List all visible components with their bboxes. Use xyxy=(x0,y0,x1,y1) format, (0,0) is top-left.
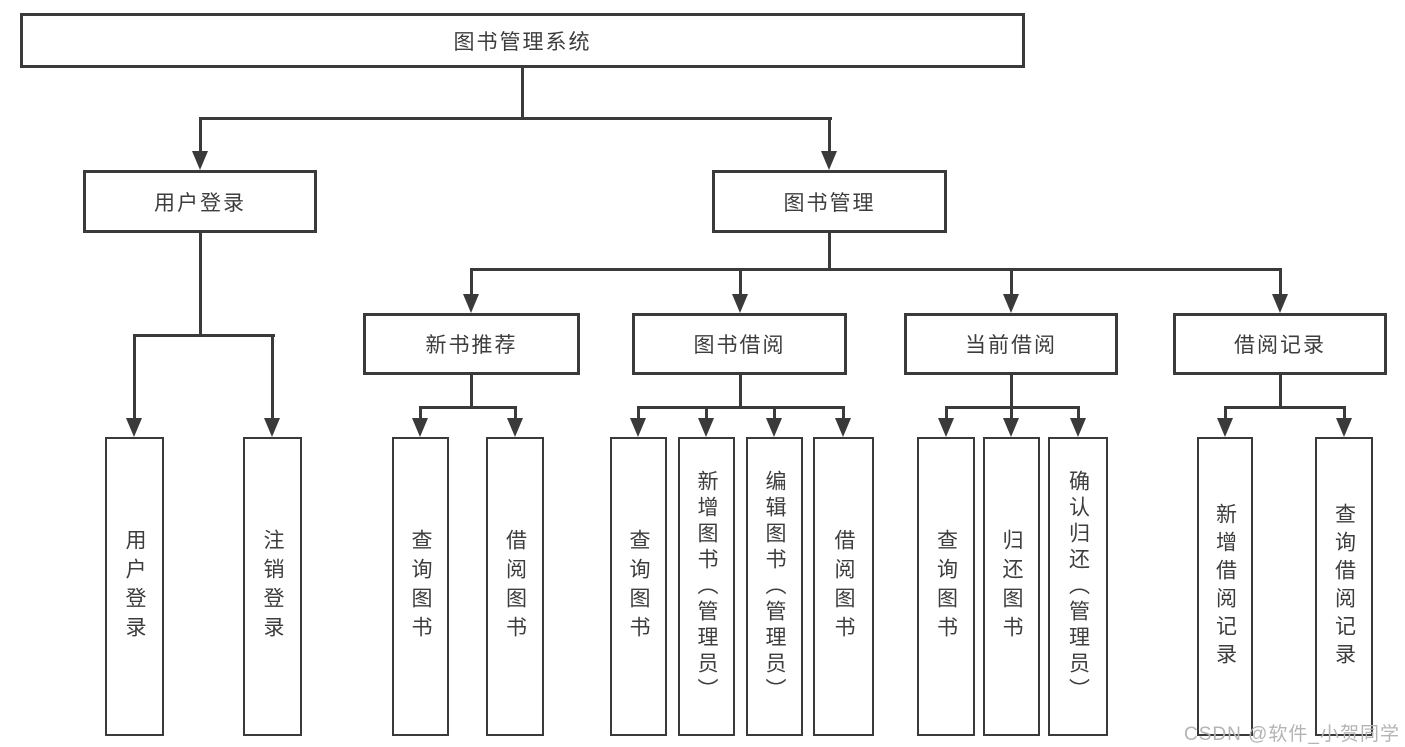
arrow-down-icon xyxy=(821,151,837,170)
leaf-borrow-borrow-books: 借阅图书 xyxy=(813,437,874,736)
node-library-system: 图书管理系统 xyxy=(20,13,1025,68)
connector-line xyxy=(1224,406,1227,420)
leaf-recommend-borrow-books: 借阅图书 xyxy=(486,437,544,736)
connector-line xyxy=(1077,406,1080,420)
leaf-label: 编辑图书（管理员） xyxy=(763,469,786,704)
arrow-down-icon xyxy=(264,418,280,437)
arrow-down-icon xyxy=(463,294,479,313)
leaf-label: 新增图书（管理员） xyxy=(695,469,718,704)
arrow-down-icon xyxy=(698,418,714,437)
arrow-down-icon xyxy=(1070,418,1086,437)
leaf-current-return-books: 归还图书 xyxy=(983,437,1040,736)
leaf-label: 查询图书 xyxy=(409,528,432,645)
connector-line xyxy=(470,268,1282,271)
connector-line xyxy=(1343,406,1346,420)
csdn-watermark: CSDN @软件_小贺同学 xyxy=(1184,724,1400,745)
connector-line xyxy=(470,375,473,408)
connector-line xyxy=(521,68,524,118)
arrow-down-icon xyxy=(1336,418,1352,437)
arrow-down-icon xyxy=(1003,418,1019,437)
arrow-down-icon xyxy=(507,418,523,437)
leaf-current-query-books: 查询图书 xyxy=(917,437,975,736)
leaf-label: 查询图书 xyxy=(934,528,958,645)
arrow-down-icon xyxy=(1217,418,1233,437)
leaf-user-login: 用户登录 xyxy=(105,437,164,736)
connector-line xyxy=(1010,268,1013,296)
leaf-records-query-record: 查询借阅记录 xyxy=(1315,437,1373,736)
connector-line xyxy=(773,406,776,420)
leaf-recommend-query-books: 查询图书 xyxy=(392,437,449,736)
connector-line xyxy=(470,268,473,296)
leaf-current-confirm-return-admin: 确认归还（管理员） xyxy=(1048,437,1108,736)
node-book-borrowing: 图书借阅 xyxy=(632,313,847,375)
leaf-label: 查询图书 xyxy=(627,528,650,645)
connector-line xyxy=(1224,406,1346,409)
connector-line xyxy=(419,406,517,409)
arrow-down-icon xyxy=(1272,294,1288,313)
leaf-label: 确认归还（管理员） xyxy=(1066,469,1090,704)
connector-line xyxy=(199,117,202,153)
arrow-down-icon xyxy=(126,418,142,437)
connector-line xyxy=(637,406,845,409)
arrow-down-icon xyxy=(412,418,428,437)
leaf-label: 借阅图书 xyxy=(832,528,855,645)
connector-line xyxy=(1010,406,1013,420)
leaf-label: 新增借阅记录 xyxy=(1213,502,1237,671)
node-user-login: 用户登录 xyxy=(83,170,317,233)
leaf-label: 归还图书 xyxy=(1000,528,1023,645)
arrow-down-icon xyxy=(192,151,208,170)
connector-line xyxy=(1279,268,1282,296)
connector-line xyxy=(133,334,275,337)
connector-line xyxy=(842,406,845,420)
leaf-borrow-edit-books-admin: 编辑图书（管理员） xyxy=(746,437,803,736)
connector-line xyxy=(199,233,202,336)
connector-line xyxy=(133,334,136,419)
connector-line xyxy=(419,406,422,420)
connector-line xyxy=(828,117,831,153)
node-borrowing-records: 借阅记录 xyxy=(1173,313,1387,375)
leaf-logout: 注销登录 xyxy=(243,437,302,736)
connector-line xyxy=(514,406,517,420)
connector-line xyxy=(1010,375,1013,408)
node-new-book-recommend: 新书推荐 xyxy=(363,313,580,375)
arrow-down-icon xyxy=(630,418,646,437)
arrow-down-icon xyxy=(766,418,782,437)
arrow-down-icon xyxy=(1003,294,1019,313)
arrow-down-icon xyxy=(938,418,954,437)
leaf-label: 借阅图书 xyxy=(503,528,527,645)
connector-line xyxy=(199,117,832,120)
connector-line xyxy=(1279,375,1282,408)
connector-line xyxy=(271,334,274,419)
connector-line xyxy=(739,268,742,296)
arrow-down-icon xyxy=(835,418,851,437)
leaf-records-add-record: 新增借阅记录 xyxy=(1197,437,1253,736)
leaf-label: 注销登录 xyxy=(261,528,284,645)
connector-line xyxy=(945,406,948,420)
connector-line xyxy=(828,233,831,271)
leaf-borrow-add-books-admin: 新增图书（管理员） xyxy=(678,437,735,736)
connector-line xyxy=(739,375,742,408)
leaf-borrow-query-books: 查询图书 xyxy=(610,437,667,736)
connector-line xyxy=(637,406,640,420)
leaf-label: 查询借阅记录 xyxy=(1332,502,1356,671)
connector-line xyxy=(705,406,708,420)
leaf-label: 用户登录 xyxy=(123,528,146,645)
node-current-borrowing: 当前借阅 xyxy=(904,313,1118,375)
node-book-management: 图书管理 xyxy=(712,170,947,233)
arrow-down-icon xyxy=(732,294,748,313)
